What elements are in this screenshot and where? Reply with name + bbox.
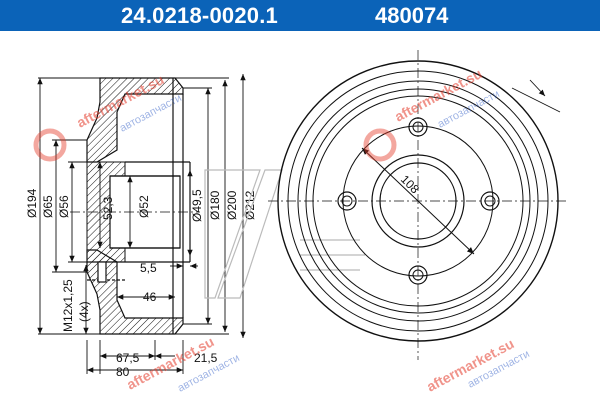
bolt-hole-left	[337, 191, 357, 211]
dim-d194: Ø194	[25, 188, 39, 218]
ate-logo	[204, 169, 365, 299]
dim-21-5: 21,5	[194, 351, 218, 365]
dim-d200: Ø200	[225, 190, 239, 220]
cross-section-view	[70, 77, 200, 335]
bolt-hole-top	[408, 117, 428, 137]
dim-thread: M12x1,25	[61, 279, 75, 332]
reference-number: 480074	[375, 3, 449, 28]
technical-drawing: Ø194 Ø65 Ø56 M12x1,25 (4x) 52,3 Ø52 Ø49,…	[25, 50, 568, 395]
dim-d52: Ø52	[137, 195, 151, 218]
dim-d56: Ø56	[57, 195, 71, 218]
part-number: 24.0218-0020.1	[121, 3, 278, 28]
dim-d49-5: Ø49,5	[190, 189, 204, 222]
dim-67-5: 67,5	[116, 351, 140, 365]
dim-d212: Ø212	[243, 190, 257, 220]
dim-d65: Ø65	[41, 195, 55, 218]
dim-d180: Ø180	[208, 190, 222, 220]
horizontal-dims	[86, 263, 198, 374]
dim-count: (4x)	[77, 301, 91, 322]
dim-pcd: 108	[398, 172, 422, 196]
dim-80: 80	[116, 365, 130, 379]
bolt-hole-bottom	[408, 265, 428, 285]
watermark-2: aftermarket.su	[392, 65, 485, 124]
dim-52-3: 52,3	[101, 196, 115, 220]
bolt-hole-right	[480, 191, 500, 211]
inner-diameter-dims	[97, 162, 193, 256]
dim-5-5: 5,5	[140, 261, 157, 275]
right-diameter-dims	[175, 74, 246, 338]
thread-hole	[97, 261, 107, 283]
title-bar: 24.0218-0020.1 480074	[0, 0, 600, 31]
gear-icon	[33, 128, 397, 162]
dim-46: 46	[143, 290, 157, 304]
front-view	[268, 50, 568, 360]
left-diameter-dims	[37, 77, 100, 335]
